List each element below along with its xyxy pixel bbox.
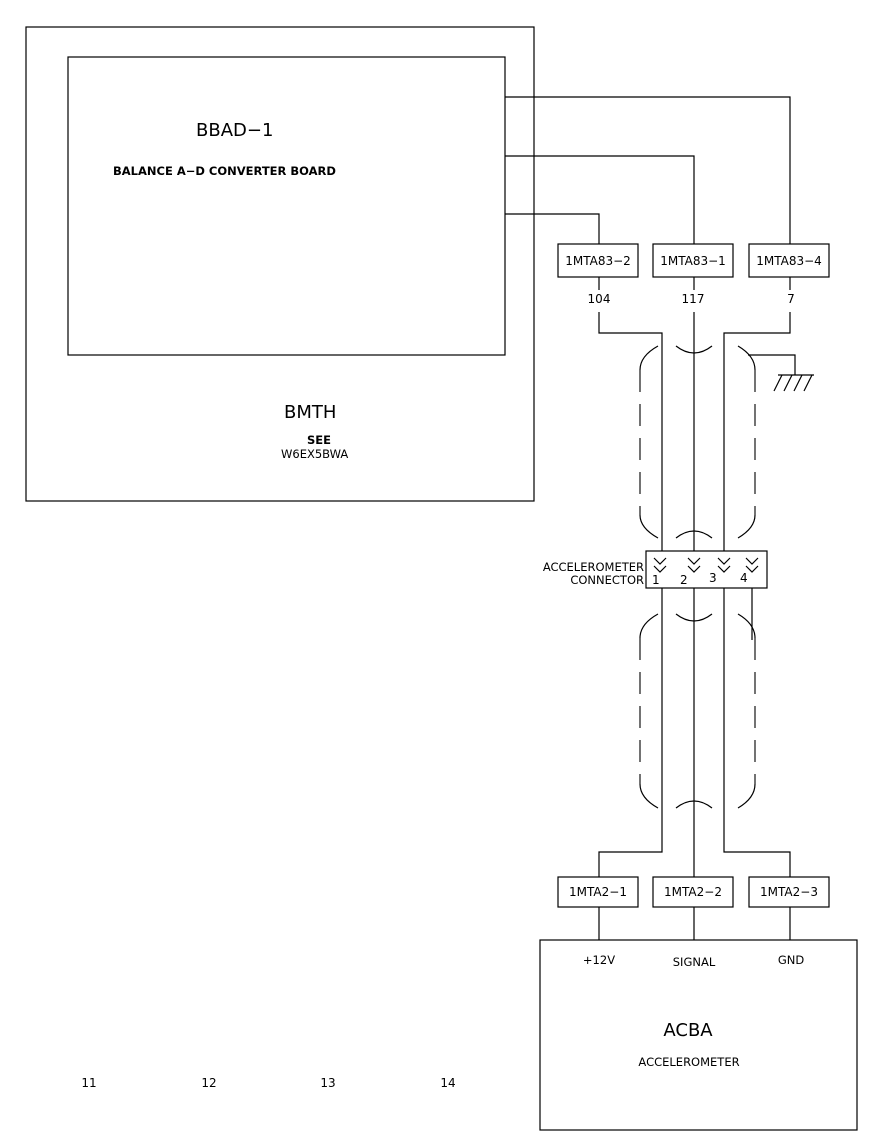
grid-number-13: 13 — [320, 1076, 335, 1090]
wire-104-run — [598, 312, 663, 575]
upper-cable-shield — [639, 345, 756, 539]
connector-1mta2-1: 1MTA2−1 — [557, 876, 639, 908]
grid-number-12: 12 — [201, 1076, 216, 1090]
connector-1mta83-4: 1MTA83−4 — [748, 243, 830, 278]
acba-pin-12v: +12V — [583, 953, 615, 967]
bmth-title: BMTH — [284, 402, 336, 423]
bbad-subtitle: BALANCE A−D CONVERTER BOARD — [113, 164, 336, 178]
bbad-box — [67, 56, 506, 356]
acba-subtitle: ACCELEROMETER — [638, 1055, 739, 1069]
wire-bbad-to-1mta83-4 — [505, 96, 791, 244]
bbad-title: BBAD−1 — [196, 120, 273, 141]
acba-title: ACBA — [663, 1020, 713, 1041]
svg-text:1MTA2−1: 1MTA2−1 — [569, 885, 627, 899]
bmth-see-ref: W6EX5BWA — [281, 447, 348, 461]
acba-pin-signal: SIGNAL — [673, 955, 716, 969]
svg-text:3: 3 — [709, 571, 717, 585]
svg-text:1MTA83−4: 1MTA83−4 — [756, 254, 822, 268]
svg-text:1MTA2−2: 1MTA2−2 — [664, 885, 722, 899]
wire-number-7: 7 — [787, 292, 795, 306]
accelerometer-connector-label-2: CONNECTOR — [570, 573, 644, 587]
svg-text:1MTA2−3: 1MTA2−3 — [760, 885, 818, 899]
accelerometer-connector: 1 2 3 4 — [645, 550, 768, 589]
wire-pin3-to-1mta2-3 — [723, 588, 791, 877]
connector-1mta83-1: 1MTA83−1 — [652, 243, 734, 278]
connector-1mta2-3: 1MTA2−3 — [748, 876, 830, 908]
acba-box — [539, 939, 858, 1131]
connector-pin-arrows — [653, 557, 759, 573]
bmth-see-label: SEE — [307, 433, 331, 447]
svg-text:1: 1 — [652, 573, 660, 587]
grid-number-11: 11 — [81, 1076, 96, 1090]
acba-pin-gnd: GND — [778, 953, 805, 967]
svg-text:2: 2 — [680, 573, 688, 587]
svg-text:4: 4 — [740, 571, 748, 585]
wire-bbad-to-1mta83-1 — [505, 155, 695, 244]
wire-number-104: 104 — [588, 292, 611, 306]
wire-bbad-to-1mta83-2 — [505, 213, 600, 244]
ground-icon — [748, 354, 814, 392]
svg-text:1MTA83−2: 1MTA83−2 — [565, 254, 631, 268]
grid-number-14: 14 — [440, 1076, 455, 1090]
wire-7-run — [723, 312, 791, 575]
lower-cable-shield — [639, 613, 756, 809]
connector-1mta83-2: 1MTA83−2 — [557, 243, 639, 278]
accelerometer-connector-label-1: ACCELEROMETER — [543, 560, 644, 574]
connector-1mta2-2: 1MTA2−2 — [652, 876, 734, 908]
wire-number-117: 117 — [682, 292, 705, 306]
wire-pin1-to-1mta2-1 — [598, 588, 663, 877]
svg-text:1MTA83−1: 1MTA83−1 — [660, 254, 726, 268]
